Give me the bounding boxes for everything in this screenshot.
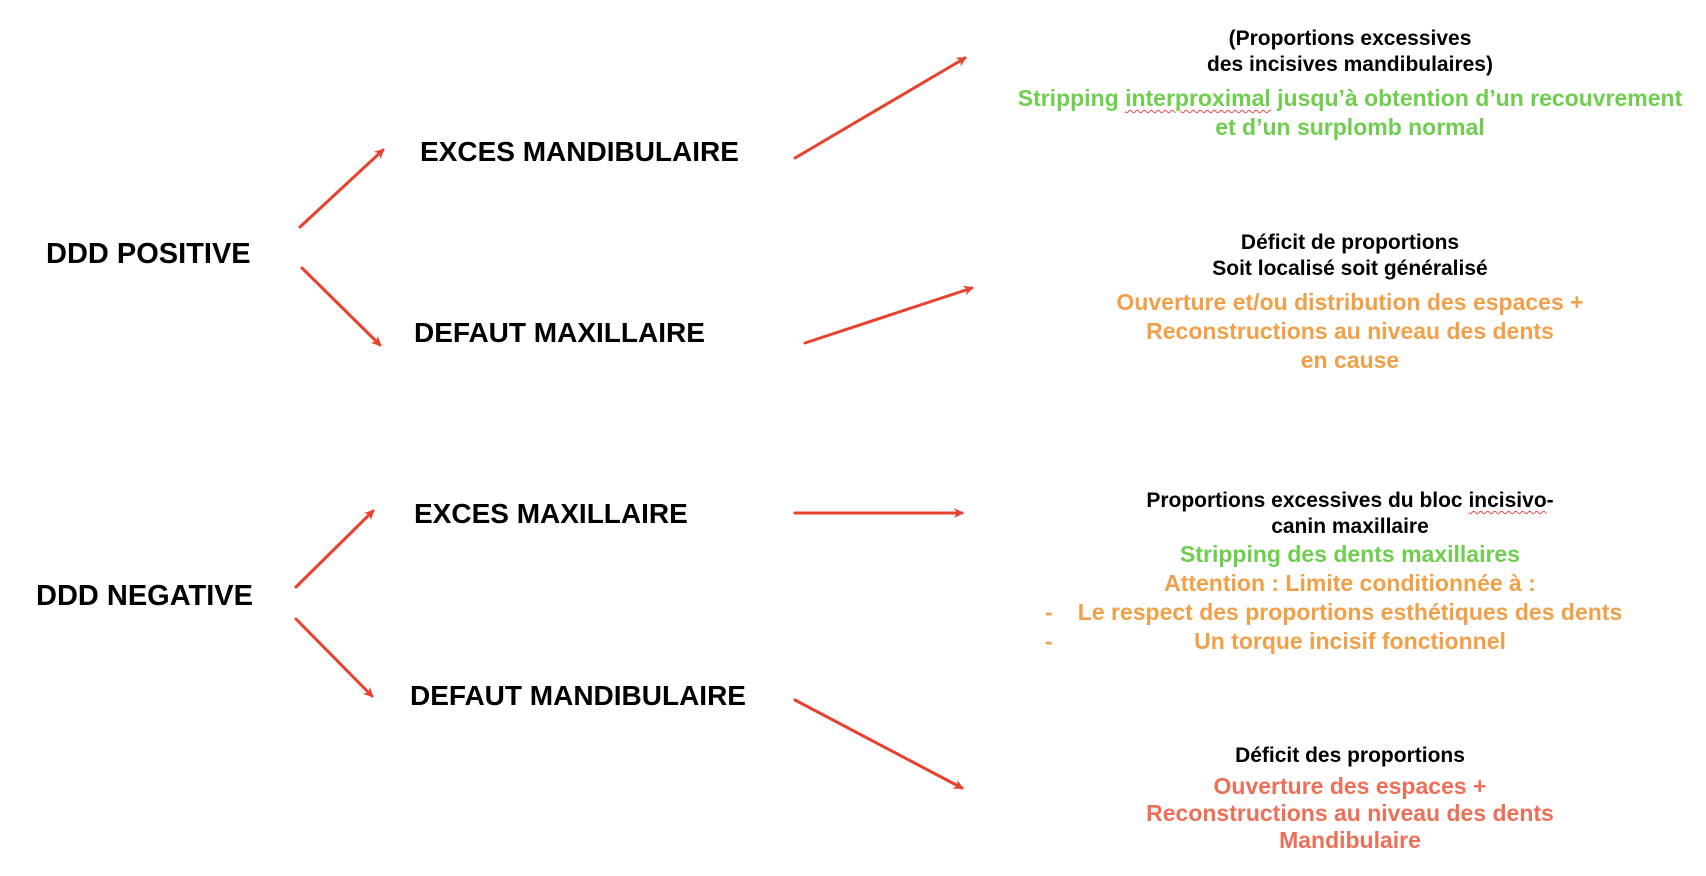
ddd-negative-label: DDD NEGATIVE	[36, 580, 253, 612]
b4-treatment-line-3: Mandibulaire	[1279, 827, 1421, 853]
b1-treatment-part-b: jusqu’à obtention d’un recouvrement	[1270, 85, 1683, 111]
defaut-mandibulaire-label: DEFAUT MANDIBULAIRE	[410, 680, 746, 711]
block-exces-maxillaire: Proportions excessives du bloc incisivo-…	[1000, 488, 1700, 656]
b3-bullet-2: - Un torque incisif fonctionnel	[1000, 627, 1700, 656]
arrow-defaut-mandibulaire-to-b4	[793, 698, 964, 790]
b2-treatment-line-3: en cause	[1300, 347, 1400, 373]
b4-treatment-line-1: Ouverture des espaces +	[1213, 773, 1487, 799]
b3-bullet-1: -Le respect des proportions esthétiques …	[1000, 598, 1700, 627]
b1-heading-line-2: des incisives mandibulaires)	[1207, 53, 1493, 76]
bullet-dash: -	[1045, 599, 1053, 625]
b2-heading-line-2: Soit localisé soit généralisé	[1212, 257, 1488, 280]
arrow-exces-mandibulaire-to-b1	[793, 56, 967, 160]
b3-heading-part-b: -	[1546, 489, 1554, 512]
bullet-text: Le respect des proportions esthétiques d…	[1077, 599, 1623, 625]
exces-maxillaire-label: EXCES MAXILLAIRE	[414, 498, 688, 529]
b3-heading-part-a: Proportions excessives du bloc	[1146, 489, 1469, 512]
b3-attention: Attention : Limite conditionnée à :	[1164, 570, 1536, 596]
b1-heading-line-1: (Proportions excessives	[1228, 27, 1472, 50]
b1-treatment-word: interproximal	[1125, 85, 1271, 111]
block-exces-mandibulaire: (Proportions excessives des incisives ma…	[1000, 26, 1700, 142]
block-defaut-mandibulaire: Déficit des proportions Ouverture des es…	[1000, 743, 1700, 854]
b3-heading-line-1: Proportions excessives du bloc incisivo-	[1000, 488, 1700, 514]
bullet-dash: -	[1045, 628, 1053, 654]
defaut-maxillaire-label: DEFAUT MAXILLAIRE	[414, 317, 705, 348]
arrow-negative-to-exces-maxillaire	[294, 509, 375, 589]
b1-treatment-line-1: Stripping interproximal jusqu’à obtentio…	[1000, 84, 1700, 113]
ddd-positive-label: DDD POSITIVE	[46, 238, 251, 270]
b4-treatment-line-2: Reconstructions au niveau des dents	[1146, 800, 1554, 826]
b3-heading-line-2: canin maxillaire	[1271, 515, 1429, 538]
b4-heading: Déficit des proportions	[1235, 744, 1465, 767]
arrow-positive-to-exces-mandibulaire	[298, 148, 385, 229]
b2-heading-line-1: Déficit de proportions	[1240, 231, 1460, 254]
b3-treatment: Stripping des dents maxillaires	[1180, 541, 1520, 567]
arrow-negative-to-defaut-mandibulaire	[294, 617, 374, 698]
block-defaut-maxillaire: Déficit de proportions Soit localisé soi…	[1000, 230, 1700, 375]
b1-treatment-line-2: et d’un surplomb normal	[1215, 114, 1485, 140]
bullet-text: Un torque incisif fonctionnel	[1194, 628, 1506, 654]
b2-treatment-line-2: Reconstructions au niveau des dents	[1146, 318, 1554, 344]
arrow-defaut-maxillaire-to-b2	[803, 285, 974, 345]
exces-mandibulaire-label: EXCES MANDIBULAIRE	[420, 136, 739, 167]
arrow-positive-to-defaut-maxillaire	[300, 266, 382, 347]
b3-heading-word: incisivo	[1468, 489, 1547, 512]
b1-treatment-part-a: Stripping	[1017, 85, 1126, 111]
b2-treatment-line-1: Ouverture et/ou distribution des espaces…	[1116, 289, 1584, 315]
